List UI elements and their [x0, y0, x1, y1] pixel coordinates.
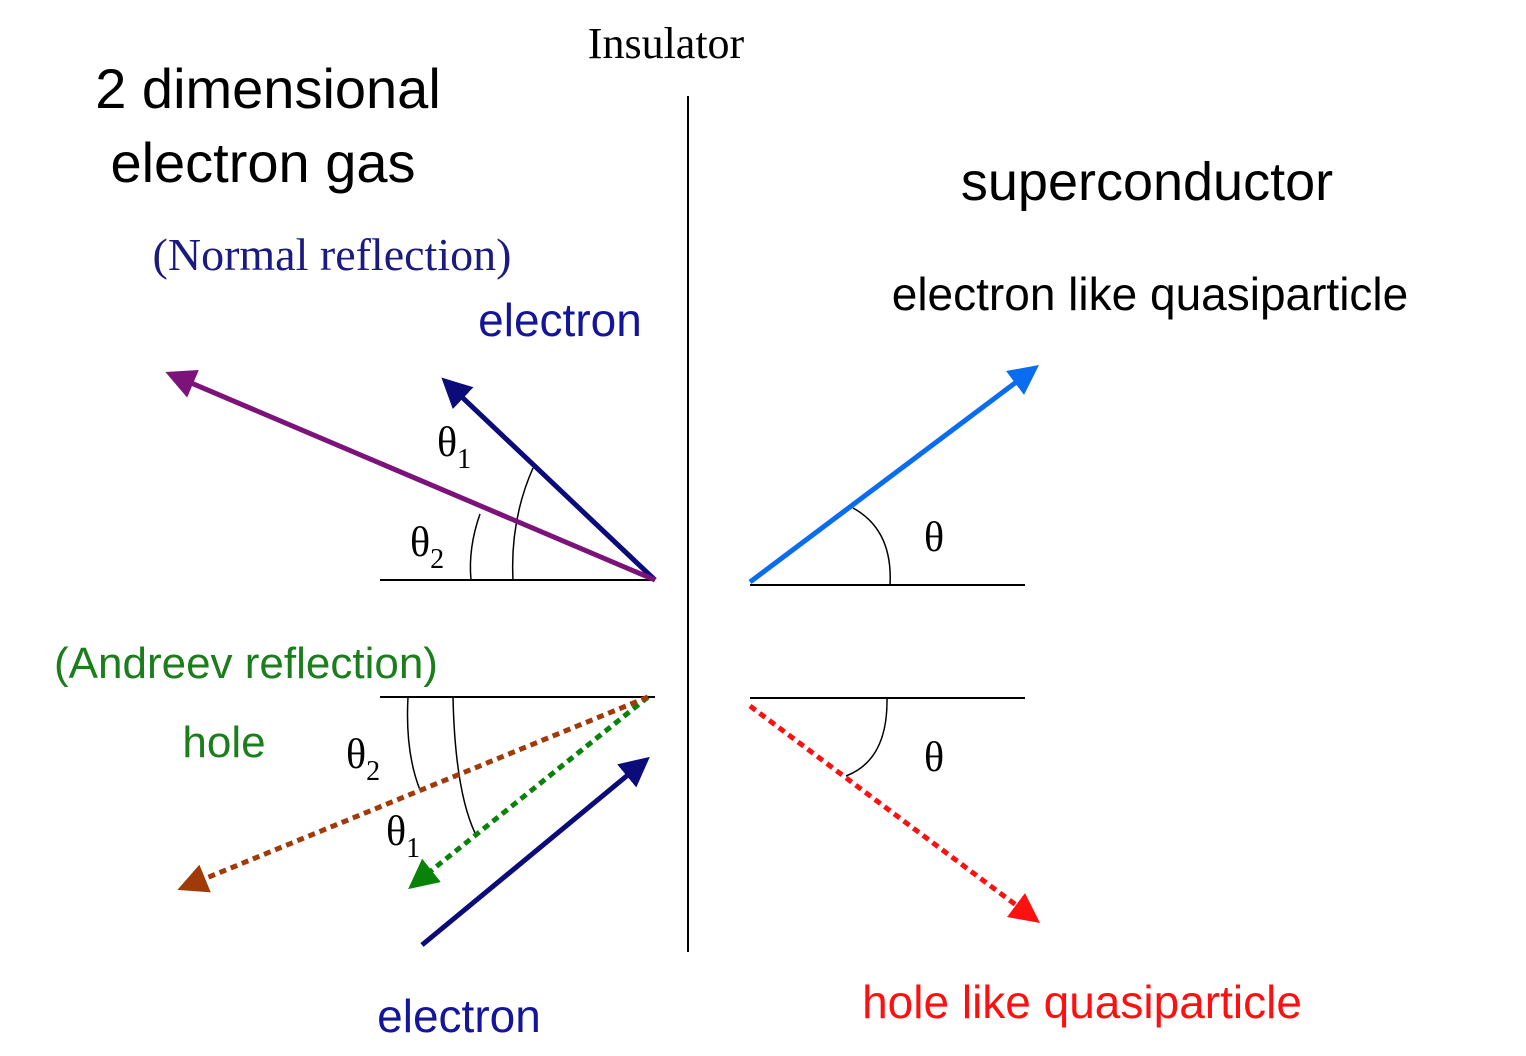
theta2-upper-label: θ2	[410, 520, 444, 575]
theta-symbol: θ	[346, 732, 366, 778]
theta-right-upper-label: θ	[924, 515, 944, 561]
theta2-lower-label: θ2	[346, 732, 380, 787]
electron-like-quasiparticle-arrow	[748, 364, 1039, 584]
theta-right-upper-arc	[852, 507, 891, 586]
theta1-lower-label: θ1	[386, 809, 420, 864]
theta-subscript: 2	[366, 756, 380, 787]
andreev-hole-arrow	[408, 695, 650, 890]
normal-reflection-label: (Normal reflection)	[153, 229, 512, 280]
theta-subscript: 1	[406, 833, 420, 864]
theta-right-lower-label: θ	[924, 735, 944, 781]
theta-symbol: θ	[437, 420, 457, 466]
right-title: superconductor	[961, 152, 1333, 212]
theta-symbol: θ	[410, 520, 430, 566]
theta1-lower-arc	[452, 696, 476, 834]
left-title-line1: 2 dimensional	[95, 57, 441, 120]
theta-right-lower-arc	[845, 697, 888, 777]
hole-like-quasiparticle-label: hole like quasiparticle	[862, 976, 1302, 1028]
reflected-electron-arrow	[441, 377, 657, 582]
incident-electron-label: electron	[377, 990, 541, 1042]
theta-subscript: 1	[457, 444, 471, 475]
insulator-label: Insulator	[588, 19, 745, 68]
theta2-lower-arc	[406, 696, 421, 791]
normal-reflection-arrow	[165, 369, 656, 583]
reflected-electron-label: electron	[478, 294, 642, 346]
theta1-upper-label: θ1	[437, 420, 471, 475]
electron-like-quasiparticle-label: electron like quasiparticle	[892, 268, 1409, 320]
hole-like-quasiparticle-arrow	[748, 703, 1041, 923]
hole-label: hole	[182, 718, 265, 767]
left-title-line2: electron gas	[110, 131, 415, 194]
andreev-reflection-label: (Andreev reflection)	[54, 639, 438, 688]
incident-electron-arrow	[420, 756, 650, 947]
theta-subscript: 2	[430, 544, 444, 575]
theta2-upper-arc	[469, 513, 481, 581]
theta-symbol: θ	[386, 809, 406, 855]
